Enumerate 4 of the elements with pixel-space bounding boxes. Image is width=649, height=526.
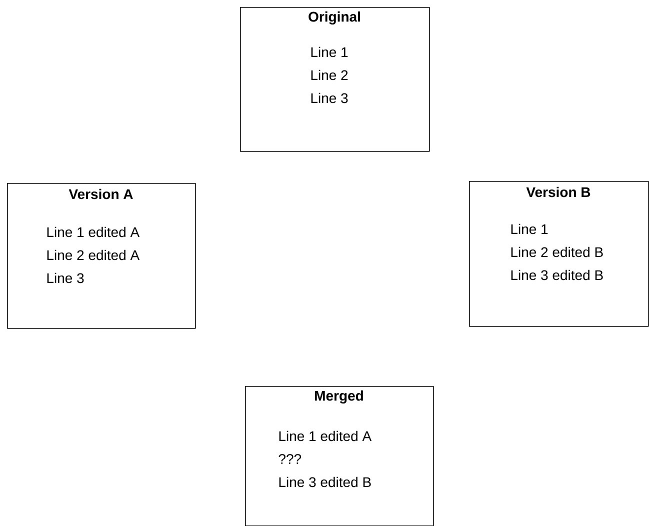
- text-box: Merged Line 1 edited A ??? Line 3 edited B: [245, 386, 434, 526]
- text-box: Version A Line 1 edited A Line 2 edited A Line 3: [7, 182, 196, 329]
- text-box: Version B Line 1 Line 2 edited B Line 3 edited B: [469, 180, 649, 327]
- text-box: Original Line 1 Line 2 Line 3: [240, 6, 430, 152]
